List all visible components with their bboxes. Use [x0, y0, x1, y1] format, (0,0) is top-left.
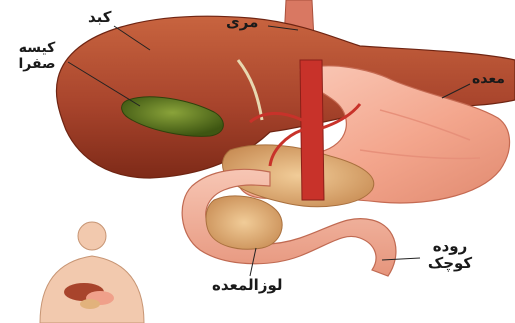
label-gallbladder: کیسه صفرا [8, 40, 66, 72]
label-pancreas: لوزالمعده [212, 278, 283, 293]
label-esophagus: مری [226, 15, 258, 30]
label-gallbladder-line2: صفرا [8, 56, 66, 72]
label-gallbladder-line1: کیسه [8, 40, 66, 56]
label-liver: کبد [88, 10, 112, 25]
label-small-intestine-line2: کوچک [420, 255, 480, 272]
label-small-intestine-line1: روده [420, 238, 480, 255]
torso-inset [40, 222, 144, 323]
aorta-shape [300, 60, 324, 200]
label-small-intestine: روده کوچک [420, 238, 480, 273]
label-stomach: معده [472, 72, 505, 86]
pancreas-head-shape [206, 196, 282, 249]
